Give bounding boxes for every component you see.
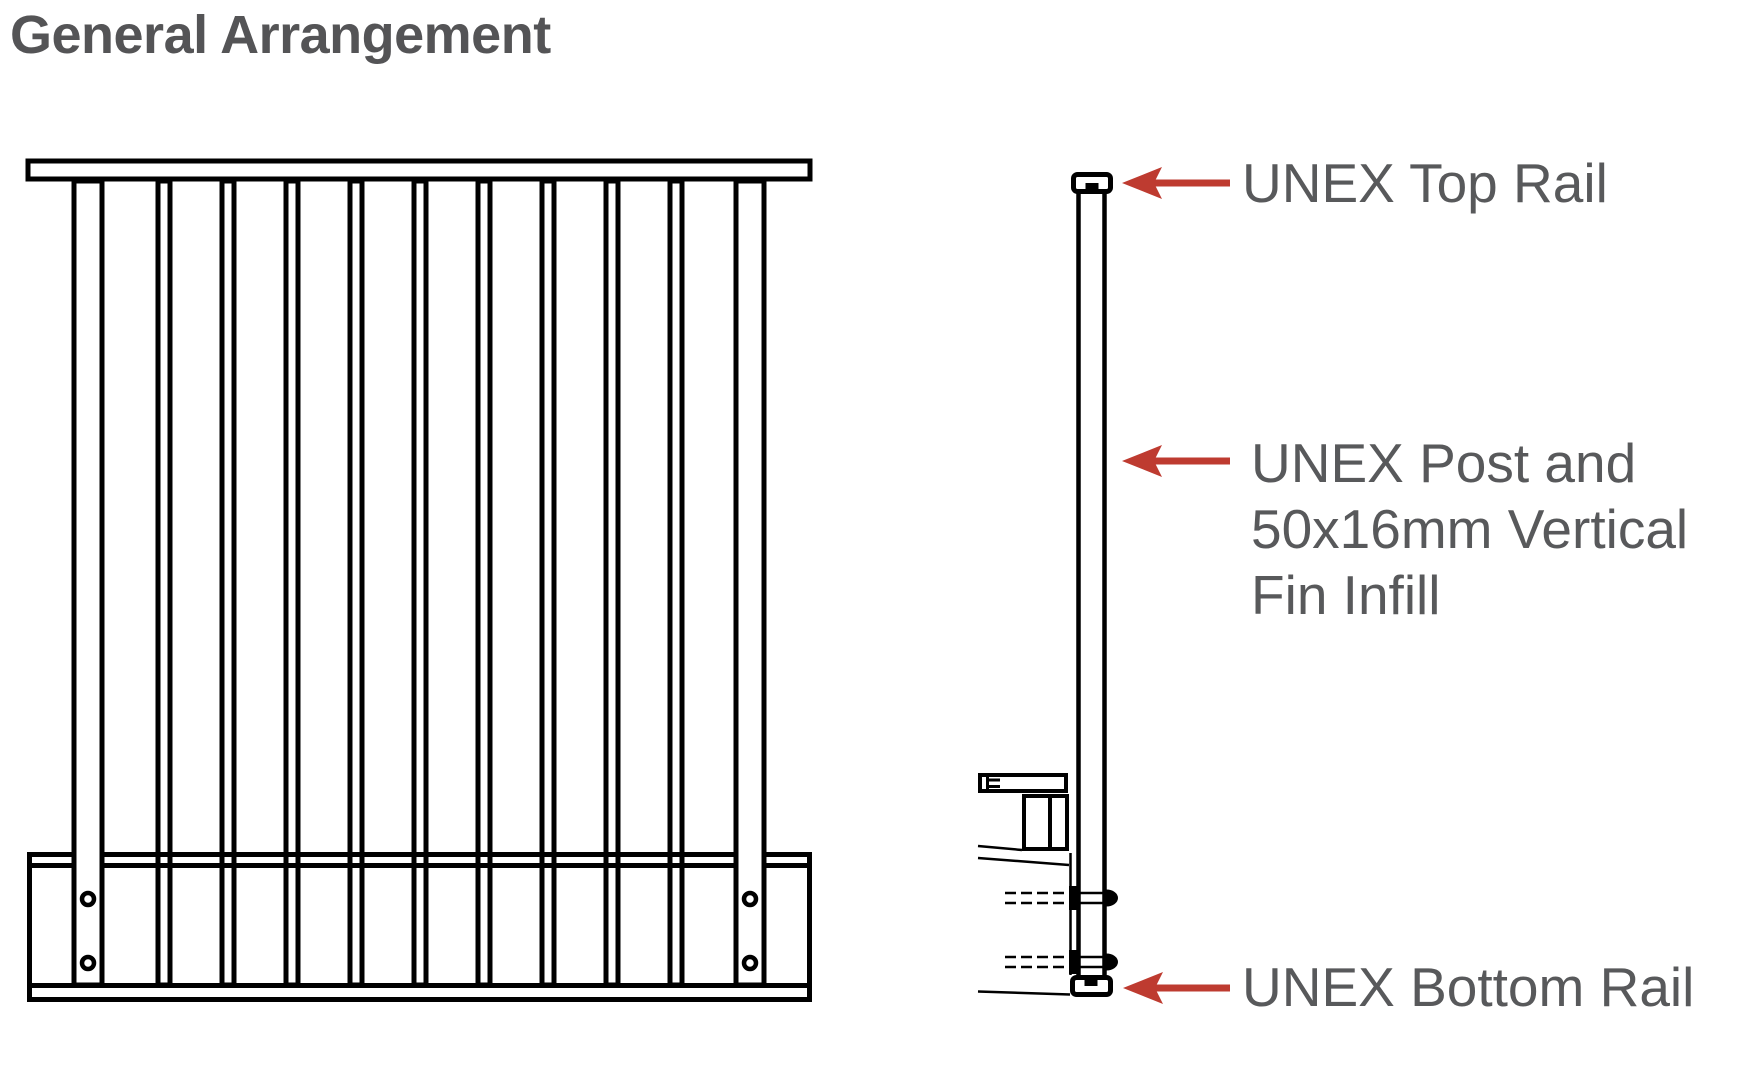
- post-fixing-bolts: [79, 890, 759, 972]
- deck-board: [978, 773, 1068, 793]
- vertical-fin-infill: [155, 178, 685, 988]
- bottom-rail-label: UNEX Bottom Rail: [1242, 956, 1695, 1018]
- bolt-nut-icon: [1069, 950, 1077, 974]
- post-fin-label-line3: Fin Infill: [1251, 564, 1441, 626]
- post-fin-label-line2: 50x16mm Vertical: [1251, 498, 1689, 560]
- page-title: General Arrangement: [10, 5, 551, 65]
- post-profile: [1076, 192, 1107, 977]
- bottom-rail-section: [1070, 975, 1113, 997]
- ground-line: [977, 990, 1071, 996]
- bolt-icon: [79, 954, 97, 972]
- bolt-nut-icon: [1069, 886, 1077, 910]
- post-fin-label-line1: UNEX Post and: [1251, 432, 1637, 494]
- bolt-icon: [741, 954, 759, 972]
- break-line: [977, 856, 1070, 867]
- top-rail-label: UNEX Top Rail: [1242, 152, 1608, 214]
- bolt-icon: [741, 890, 759, 908]
- top-rail: [25, 158, 813, 182]
- bolt-head-icon: [1106, 953, 1118, 971]
- post-fin-label: UNEX Post and 50x16mm Vertical Fin Infil…: [1251, 430, 1688, 628]
- bottom-rail: [27, 852, 812, 1002]
- post-fin-arrow-icon: [1122, 445, 1230, 477]
- front-elevation-view: [25, 158, 813, 1002]
- fixing-bolt-row: [1005, 950, 1118, 974]
- bolt-head-icon: [1106, 889, 1118, 907]
- top-rail-arrow-icon: [1122, 167, 1230, 199]
- bottom-rail-arrow-icon: [1123, 972, 1230, 1004]
- fixing-bolt-row: [1005, 886, 1118, 910]
- joist: [1022, 794, 1069, 851]
- leader-arrows: [1122, 167, 1230, 1004]
- bolt-icon: [79, 890, 97, 908]
- break-line: [977, 844, 1023, 852]
- top-rail-section: [1071, 172, 1113, 194]
- left-post: [71, 178, 105, 988]
- right-post: [733, 178, 767, 988]
- side-section-view: [977, 172, 1118, 997]
